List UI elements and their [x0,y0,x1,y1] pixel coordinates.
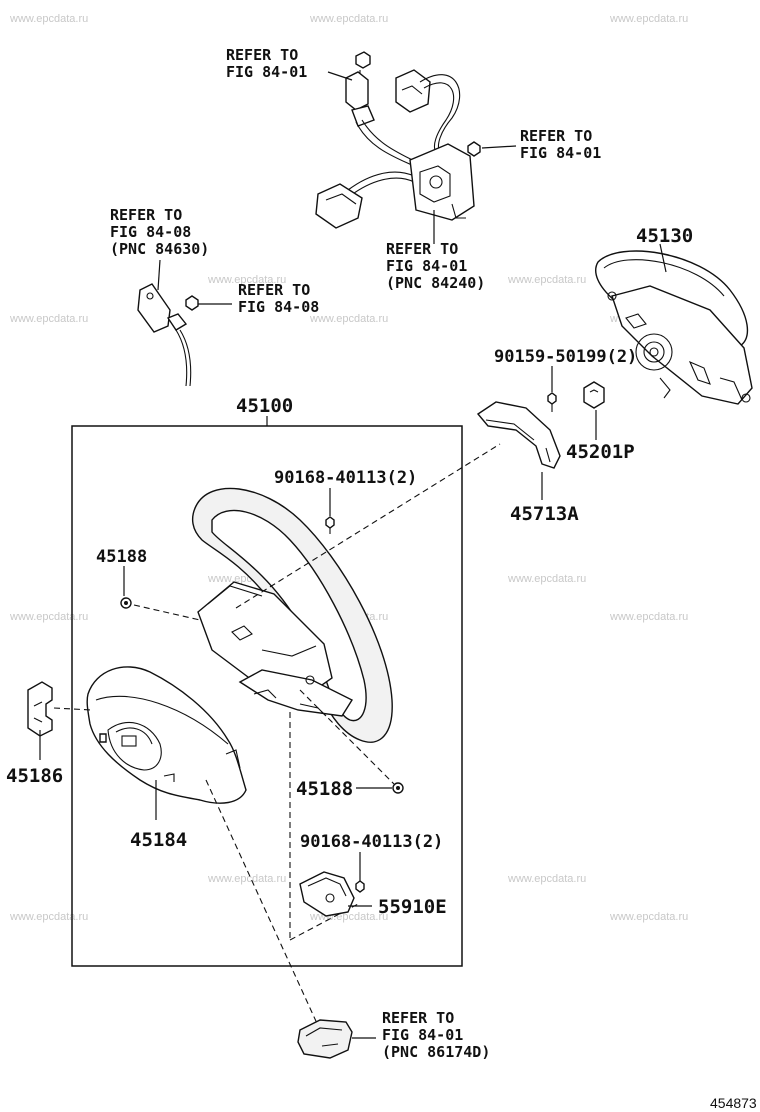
watermark: www.epcdata.ru [207,873,286,885]
part-number-switch-e: 55910E [378,896,447,918]
watermark: www.epcdata.ru [207,274,286,286]
watermark: www.epcdata.ru [309,313,388,325]
diagram-id: 454873 [710,1095,757,1111]
ref-top-left: REFER TO FIG 84-01 [226,46,353,81]
ref-line: REFER TO [520,127,592,145]
watermark: www.epcdata.ru [507,274,586,286]
watermark: www.epcdata.ru [9,13,88,25]
ref-line: FIG 84-08 [238,298,319,316]
watermark: www.epcdata.ru [9,911,88,923]
alignment-line [133,604,201,621]
part-number-wheel: 45100 [236,395,293,417]
switch-left-drawing [137,259,232,387]
part-number-bolt-top: 45188 [96,547,147,567]
bottom-part-drawing [297,1019,353,1059]
part-number-nut: 45201P [566,441,635,463]
part-number-clip: 45186 [6,765,63,787]
ref-line: REFER TO [226,46,298,64]
clip-drawing [27,681,53,737]
ref-line: (PNC 84240) [386,274,485,292]
nut-icon [583,381,605,409]
part-number-bolt-bottom: 45188 [296,778,353,800]
ref-switch-left: REFER TO FIG 84-08 (PNC 84630) [110,206,209,258]
assembly-frame [71,425,463,967]
screw-icon [547,392,557,412]
part-number-screw-a: 90159-50199(2) [494,347,637,367]
ref-line: REFER TO [386,240,458,258]
watermark: www.epcdata.ru [609,13,688,25]
part-number-screw-c: 90168-40113(2) [300,832,443,852]
ref-line: FIG 84-01 [386,257,467,275]
cover-a-drawing [476,401,561,469]
watermark: www.epcdata.ru [9,611,88,623]
part-number-airbag: 45130 [636,225,693,247]
ref-line: FIG 84-01 [226,63,307,81]
screw-icon [325,516,335,534]
ref-cable: REFER TO FIG 84-01 (PNC 84240) [386,210,485,292]
switch-e-drawing [299,871,355,917]
airbag-module-drawing [595,243,753,405]
ref-line: REFER TO [382,1009,454,1027]
harness-drawing [315,51,481,229]
ref-switch-small: REFER TO FIG 84-08 [238,281,319,316]
ref-bottom: REFER TO FIG 84-01 (PNC 86174D) [382,1009,490,1061]
ref-line: REFER TO [110,206,182,224]
ref-line: FIG 84-01 [520,144,601,162]
ref-top-right: REFER TO FIG 84-01 [481,127,601,162]
watermark: www.epcdata.ru [9,313,88,325]
watermark: www.epcdata.ru [609,611,688,623]
ref-line: (PNC 86174D) [382,1043,490,1061]
watermark: www.epcdata.ru [309,13,388,25]
alignment-line [53,707,93,711]
alignment-line [299,689,395,785]
alignment-line [235,443,501,609]
bolt-icon [120,597,132,609]
part-number-cover-a: 45713A [510,503,579,525]
steering-wheel-drawing [191,487,393,743]
ref-line: (PNC 84630) [110,240,209,258]
bolt-icon [392,782,404,794]
alignment-line [205,779,321,1031]
ref-line: REFER TO [238,281,310,299]
watermark: www.epcdata.ru [609,911,688,923]
part-number-lower-cover: 45184 [130,829,187,851]
watermark: www.epcdata.ru [507,873,586,885]
watermark: www.epcdata.ru [507,573,586,585]
ref-line: FIG 84-01 [382,1026,463,1044]
lower-cover-drawing [86,666,247,804]
screw-icon [355,880,365,893]
ref-line: FIG 84-08 [110,223,191,241]
part-number-screw-b: 90168-40113(2) [274,468,417,488]
